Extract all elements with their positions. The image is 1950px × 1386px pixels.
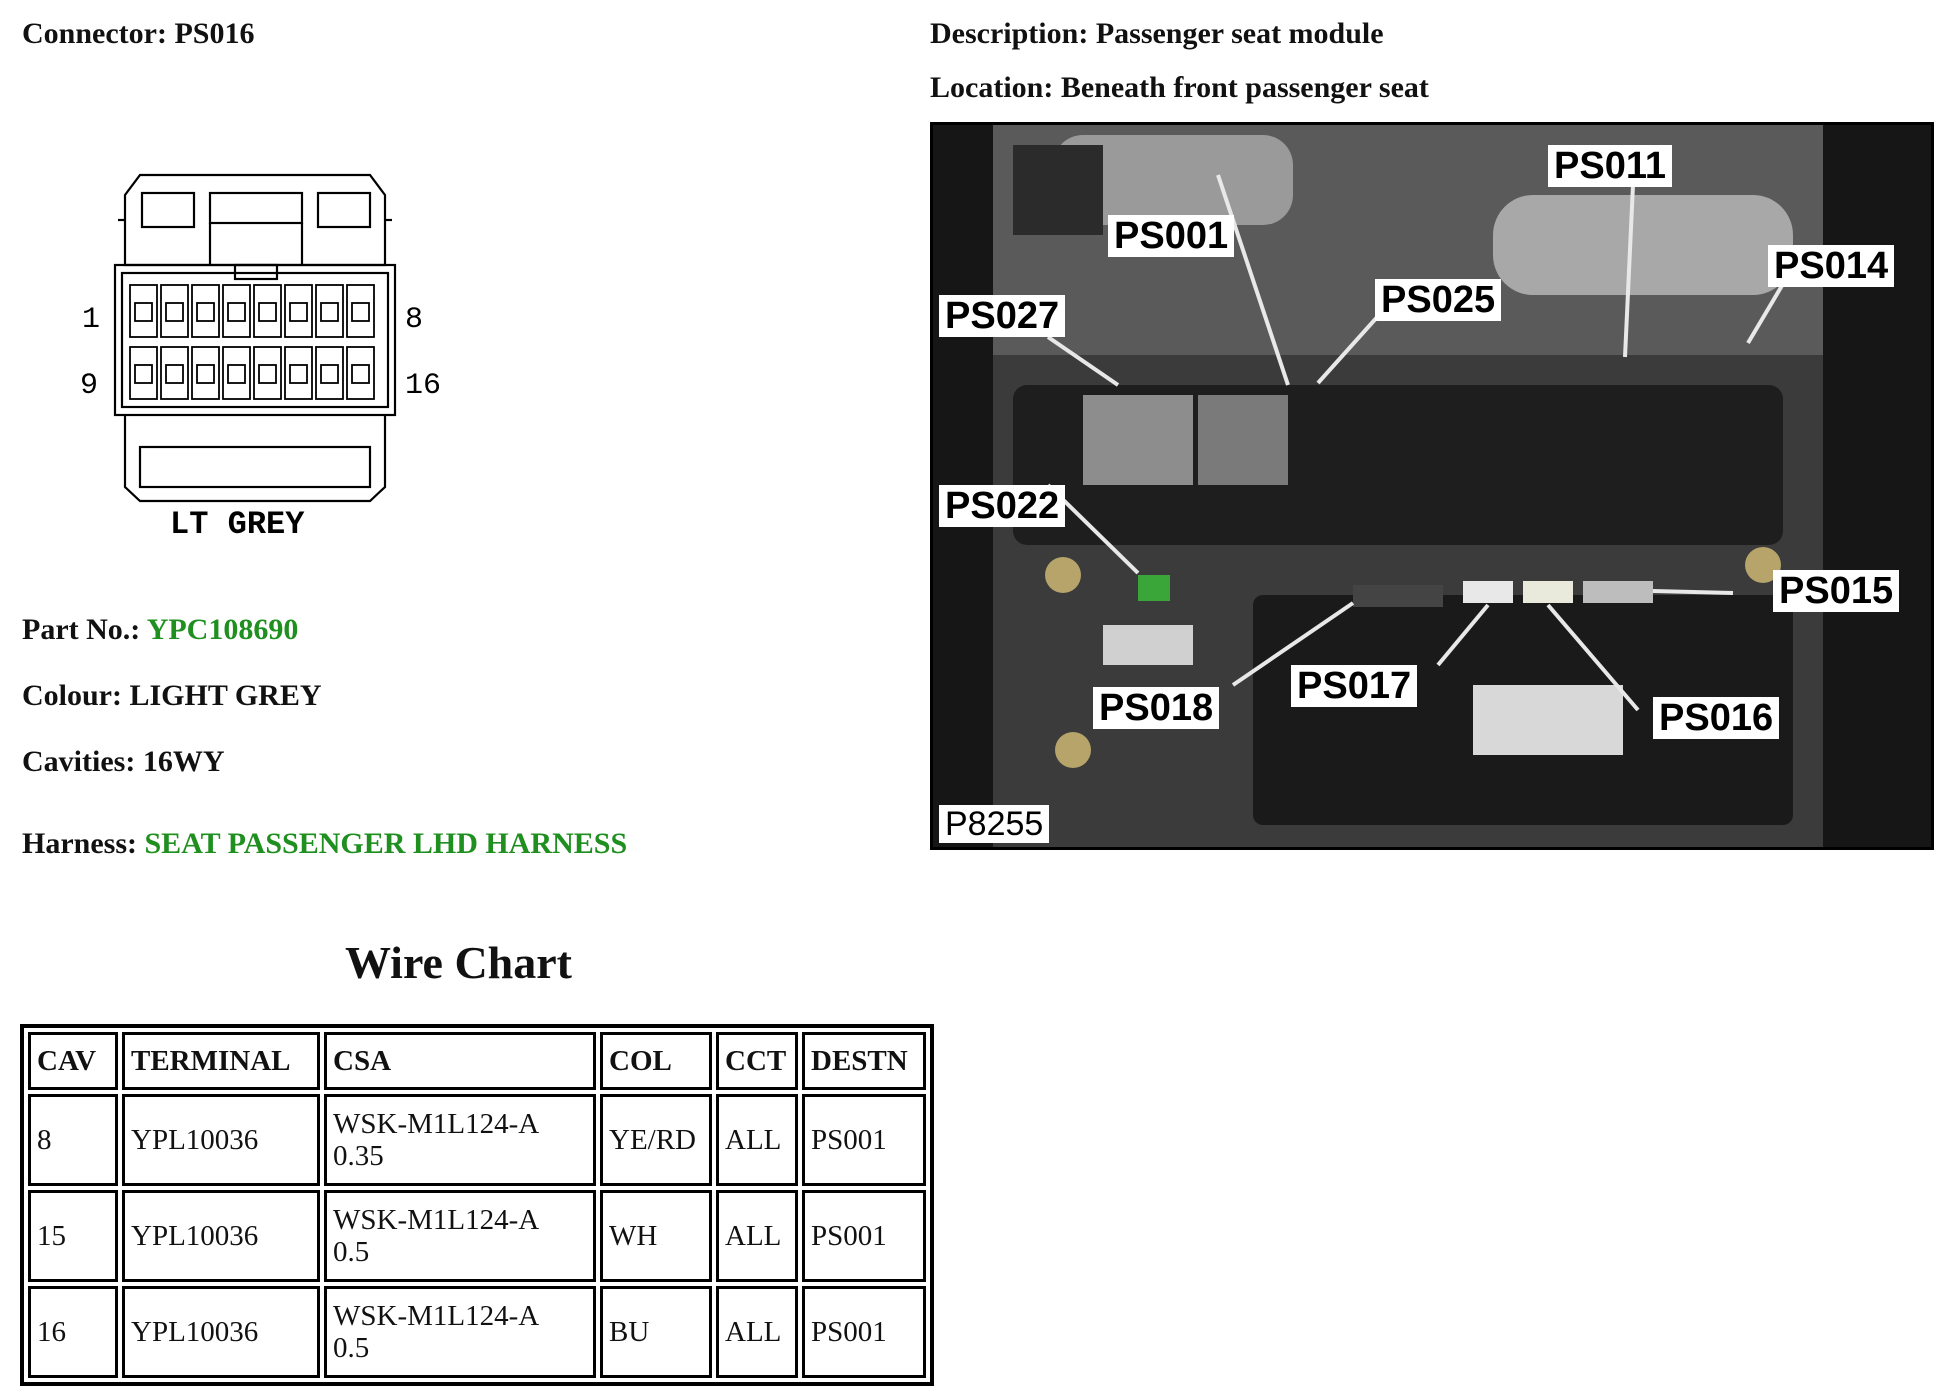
csa-spec: WSK-M1L124-A: [333, 1300, 540, 1332]
cavity-terminal-slot: [289, 302, 308, 322]
callout-ps018: PS018: [1093, 687, 1220, 729]
cell-col: YE/RD: [600, 1094, 712, 1186]
location-photo: PS001 PS011 PS014 PS025 PS027 PS022 PS01…: [930, 122, 1934, 850]
csa-size: 0.5: [333, 1332, 370, 1364]
cavity-terminal-slot: [258, 302, 277, 322]
colour-label: Colour:: [22, 679, 122, 712]
callout-ps025: PS025: [1375, 279, 1502, 321]
connector-colour-caption: LT GREY: [170, 506, 305, 543]
cell-col: BU: [600, 1286, 712, 1378]
harness-label: Harness:: [22, 827, 137, 860]
photo-scene: [933, 125, 1931, 847]
callout-ps011: PS011: [1548, 145, 1672, 187]
part-number-link[interactable]: YPC108690: [146, 613, 299, 646]
pin-label-9: 9: [80, 369, 98, 403]
cavity-terminal-slot: [134, 302, 153, 322]
cell-cav: 15: [28, 1190, 118, 1282]
arrow-ps011: [1623, 184, 1635, 358]
csa-size: 0.5: [333, 1236, 370, 1268]
arrow-ps027: [1046, 335, 1120, 387]
connector-label: Connector:: [22, 17, 167, 50]
cavity-terminal-slot: [196, 302, 215, 322]
callout-ps017: PS017: [1291, 665, 1418, 707]
cavity-terminal-slot: [320, 302, 339, 322]
callout-ps001: PS001: [1108, 215, 1235, 257]
pin-label-8: 8: [405, 303, 423, 337]
connector-value: PS016: [174, 17, 255, 50]
cell-cct: ALL: [716, 1286, 798, 1378]
cavity-terminal-slot: [165, 302, 184, 322]
pin-label-16: 16: [405, 369, 441, 403]
cavity-terminal-slot: [258, 364, 277, 384]
callout-ps015: PS015: [1773, 570, 1900, 612]
cavities-line: Cavities: 16WY: [22, 744, 224, 780]
cell-terminal: YPL10036: [122, 1190, 320, 1282]
location-value: Beneath front passenger seat: [1060, 71, 1429, 104]
connector-heading: Connector: PS016: [22, 16, 254, 52]
wire-chart-table: CAV TERMINAL CSA COL CCT DESTN 8 YPL1003…: [20, 1024, 934, 1386]
header-cct: CCT: [716, 1032, 798, 1090]
description-label: Description:: [930, 17, 1089, 50]
cavities-value: 16WY: [142, 745, 225, 778]
arrow-ps001: [1216, 174, 1290, 386]
csa-spec: WSK-M1L124-A: [333, 1204, 540, 1236]
cavity-terminal-slot: [227, 302, 246, 322]
arrow-ps018: [1231, 601, 1355, 687]
csa-spec: WSK-M1L124-A: [333, 1108, 540, 1140]
cell-cct: ALL: [716, 1094, 798, 1186]
colour-value: LIGHT GREY: [129, 679, 322, 712]
cell-terminal: YPL10036: [122, 1094, 320, 1186]
cell-destn: PS001: [802, 1094, 926, 1186]
cell-cct: ALL: [716, 1190, 798, 1282]
cavity-terminal-slot: [196, 364, 215, 384]
cavity-terminal-slot: [134, 364, 153, 384]
arrow-ps015: [1652, 589, 1734, 595]
callout-ps014: PS014: [1768, 245, 1895, 287]
connector-face-diagram: 1 8 9 16 LT GREY: [80, 173, 441, 543]
csa-size: 0.35: [333, 1140, 384, 1172]
cavity-terminal-slot: [351, 364, 370, 384]
cavity-terminal-slot: [351, 302, 370, 322]
cell-destn: PS001: [802, 1190, 926, 1282]
colour-line: Colour: LIGHT GREY: [22, 678, 322, 714]
cell-destn: PS001: [802, 1286, 926, 1378]
cell-terminal: YPL10036: [122, 1286, 320, 1378]
wire-chart-header-row: CAV TERMINAL CSA COL CCT DESTN: [28, 1032, 926, 1090]
cavity-terminal-slot: [227, 364, 246, 384]
callout-ps016: PS016: [1653, 697, 1780, 739]
cavity-terminal-slot: [165, 364, 184, 384]
cavity-terminal-slot: [289, 364, 308, 384]
cell-cav: 8: [28, 1094, 118, 1186]
harness-line: Harness: SEAT PASSENGER LHD HARNESS: [22, 826, 627, 862]
arrow-ps016: [1546, 603, 1640, 712]
arrow-ps017: [1436, 603, 1490, 667]
part-number-label: Part No.:: [22, 613, 141, 646]
part-number-line: Part No.: YPC108690: [22, 612, 298, 648]
callout-ps022: PS022: [939, 485, 1066, 527]
description-heading: Description: Passenger seat module: [930, 16, 1384, 52]
cell-col: WH: [600, 1190, 712, 1282]
cavity-terminal-slot: [320, 364, 339, 384]
wire-chart-title: Wire Chart: [345, 937, 572, 988]
header-cav: CAV: [28, 1032, 118, 1090]
cavities-label: Cavities:: [22, 745, 136, 778]
cell-cav: 16: [28, 1286, 118, 1378]
header-terminal: TERMINAL: [122, 1032, 320, 1090]
header-destn: DESTN: [802, 1032, 926, 1090]
harness-link[interactable]: SEAT PASSENGER LHD HARNESS: [144, 827, 628, 860]
description-value: Passenger seat module: [1095, 17, 1384, 50]
photo-reference-id: P8255: [939, 805, 1050, 843]
header-col: COL: [600, 1032, 712, 1090]
callout-ps027: PS027: [939, 295, 1066, 337]
location-heading: Location: Beneath front passenger seat: [930, 70, 1429, 106]
pin-label-1: 1: [82, 303, 100, 337]
location-label: Location:: [930, 71, 1054, 104]
header-csa: CSA: [324, 1032, 596, 1090]
